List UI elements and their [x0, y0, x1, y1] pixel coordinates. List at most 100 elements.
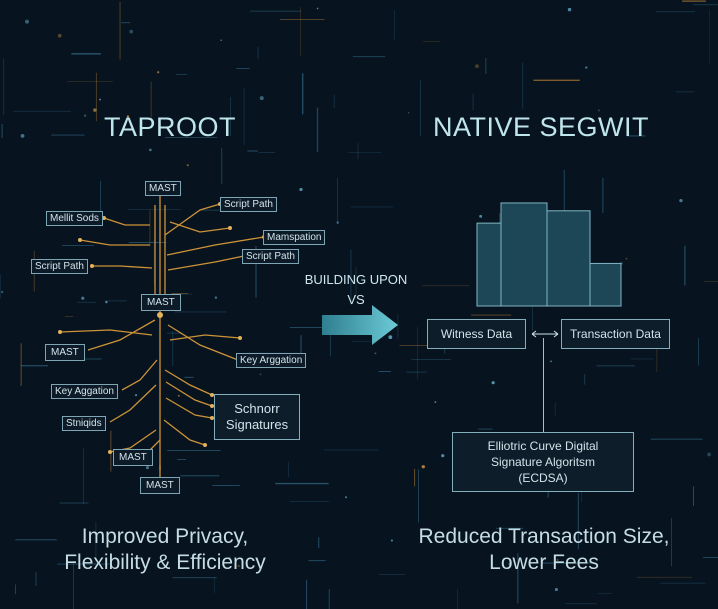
taproot-footer-line-1: Improved Privacy,: [81, 525, 249, 548]
node-stniqids: Stniqids: [62, 416, 106, 431]
double-arrow-icon: [531, 330, 559, 338]
background-dot: [0, 290, 4, 294]
background-dot: [57, 33, 62, 38]
bar-3: [546, 210, 591, 307]
background-dot: [83, 114, 87, 117]
right-arrow-icon: [322, 305, 398, 345]
background-dot: [316, 7, 319, 10]
branch-upper-right-a: [169, 221, 231, 233]
background-dot: [567, 7, 572, 12]
ecdsa-line-3: (ECDSA): [518, 471, 568, 485]
background-dot: [345, 496, 348, 499]
node-script-path-right-2: Script Path: [242, 249, 299, 264]
background-dot: [550, 360, 553, 363]
node-key-aggation: Key Aggation: [51, 384, 118, 399]
background-dot: [134, 393, 138, 397]
node-mast-top: MAST: [145, 181, 181, 196]
background-dot: [93, 108, 97, 112]
vs-label: VS: [347, 292, 365, 307]
witness-data-box: Witness Data: [427, 319, 526, 349]
branch-mid-left-a: [59, 329, 153, 336]
segwit-title: NATIVE SEGWIT: [433, 112, 650, 142]
background-dot: [186, 164, 189, 167]
ecdsa-box: Elliotric Curve Digital Signature Algori…: [452, 432, 634, 492]
background-dot: [441, 454, 445, 458]
branch-script-right-1: [164, 203, 221, 236]
ecdsa-line-2: Signature Algoritsm: [490, 455, 596, 469]
background-dot: [25, 19, 29, 24]
background-dot: [129, 29, 134, 34]
branch-schnorr-c: [165, 397, 213, 419]
branch-mellit: [103, 217, 150, 226]
segwit-footer: Reduced Transaction Size, Lower Fees: [410, 524, 678, 576]
background-dot: [299, 187, 303, 192]
background-dot: [99, 98, 101, 101]
background-dot: [214, 296, 218, 299]
background-dot: [81, 296, 85, 300]
background-dot: [556, 559, 559, 561]
node-script-path-left: Script Path: [31, 259, 88, 274]
background-dot: [177, 394, 180, 397]
node-mellit-sods: Mellit Sods: [46, 211, 103, 226]
taproot-title: TAPROOT: [104, 112, 237, 142]
background-dot: [126, 115, 130, 118]
background-dot: [259, 96, 264, 101]
node-mast-left: MAST: [45, 344, 85, 361]
branch-key-left: [121, 359, 158, 391]
branch-schnorr-a: [164, 369, 213, 396]
connector-line: [543, 338, 544, 432]
background-dot: [491, 381, 495, 385]
branch-script-right-2: [167, 255, 245, 271]
node-key-arggation: Key Arggation: [236, 353, 307, 368]
branch-script-left: [92, 265, 153, 269]
node-mast-bottom-2: MAST: [140, 477, 180, 494]
bar-1: [476, 222, 502, 307]
background-dot: [149, 148, 152, 152]
background-dot: [625, 257, 628, 260]
branch-low-right: [163, 419, 206, 446]
schnorr-line-1: Schnorr: [234, 401, 280, 416]
background-dot: [597, 109, 600, 112]
witness-data-label: Witness Data: [440, 327, 513, 341]
schnorr-line-2: Signatures: [225, 417, 289, 432]
ecdsa-line-1: Elliotric Curve Digital: [487, 439, 599, 453]
background-dot: [259, 373, 262, 376]
bar-2: [500, 202, 548, 307]
segwit-footer-line-2: Lower Fees: [489, 551, 599, 574]
background-dot: [228, 556, 231, 559]
background-dot: [508, 562, 512, 566]
background-dot: [707, 452, 711, 457]
background-dot: [388, 335, 393, 340]
background-dot: [475, 64, 479, 69]
background-dot: [145, 466, 150, 470]
background-dot: [585, 66, 588, 69]
background-dot: [421, 465, 425, 469]
background-dot: [105, 300, 108, 304]
transaction-data-label: Transaction Data: [570, 327, 661, 341]
node-mamspation: Mamspation: [263, 230, 326, 245]
background-dot: [679, 199, 683, 203]
branch-upper-left-a: [79, 239, 150, 246]
branch-stniqids: [109, 384, 157, 423]
background-dot: [479, 214, 483, 218]
segwit-footer-line-1: Reduced Transaction Size,: [418, 525, 670, 548]
background-dot: [336, 221, 340, 224]
building-upon-label: BUILDING UPON: [304, 272, 408, 287]
taproot-footer-line-2: Flexibility & Efficiency: [64, 551, 266, 574]
branch-mast-left: [87, 319, 156, 351]
taproot-footer: Improved Privacy, Flexibility & Efficien…: [40, 524, 290, 576]
background-dot: [374, 352, 377, 355]
background-dot: [390, 539, 393, 542]
branch-key-right: [167, 324, 239, 361]
background-dot: [554, 587, 558, 592]
background-dot: [237, 564, 241, 568]
node-script-path-right-1: Script Path: [220, 197, 277, 212]
background-dot: [434, 401, 437, 404]
background-dot: [220, 39, 223, 42]
schnorr-signatures-box: Schnorr Signatures: [214, 394, 300, 440]
background-dot: [157, 71, 160, 74]
node-mast-center: MAST: [141, 294, 181, 311]
